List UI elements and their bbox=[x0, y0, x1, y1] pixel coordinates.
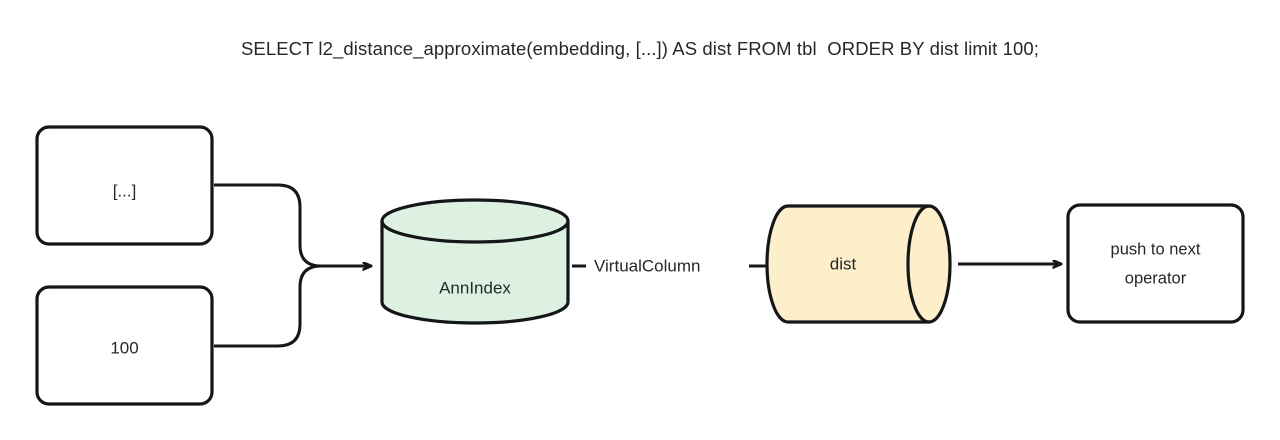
dist-body-fill bbox=[767, 206, 950, 322]
push-next-label-line1: push to next bbox=[1111, 240, 1201, 258]
input-vector-box bbox=[35, 125, 214, 246]
node-dist[interactable]: dist bbox=[765, 204, 952, 324]
input-limit-box bbox=[35, 285, 214, 406]
edge-label-virtualcolumn: VirtualColumn bbox=[594, 256, 700, 275]
edge-annindex-to-dist: VirtualColumn bbox=[572, 256, 777, 275]
node-input-vector[interactable]: [...] bbox=[35, 125, 214, 246]
ann-index-top-outline bbox=[380, 198, 570, 244]
sql-query-title: SELECT l2_distance_approximate(embedding… bbox=[240, 38, 1040, 59]
ann-index-label: AnnIndex bbox=[439, 278, 511, 297]
push-next-label-line2: operator bbox=[1125, 269, 1187, 287]
input-limit-label: 100 bbox=[110, 338, 138, 357]
ann-index-body-fill bbox=[382, 221, 568, 323]
dist-right-cap-outline bbox=[906, 204, 952, 324]
edge-limit-to-annindex bbox=[214, 264, 364, 348]
input-vector-label: [...] bbox=[113, 181, 137, 200]
edge-vector-to-annindex bbox=[214, 183, 364, 268]
dist-right-cap-fill bbox=[908, 206, 950, 322]
push-next-box bbox=[1066, 203, 1245, 324]
edge-inputs-to-annindex bbox=[214, 183, 371, 348]
dist-body-outline bbox=[765, 204, 931, 324]
node-ann-index[interactable]: AnnIndex bbox=[380, 198, 570, 325]
node-push-next[interactable]: push to next operator bbox=[1066, 203, 1245, 324]
node-input-limit[interactable]: 100 bbox=[35, 285, 214, 406]
dist-label: dist bbox=[830, 254, 857, 273]
ann-index-top-fill bbox=[382, 200, 568, 242]
ann-index-body-outline bbox=[380, 219, 570, 325]
